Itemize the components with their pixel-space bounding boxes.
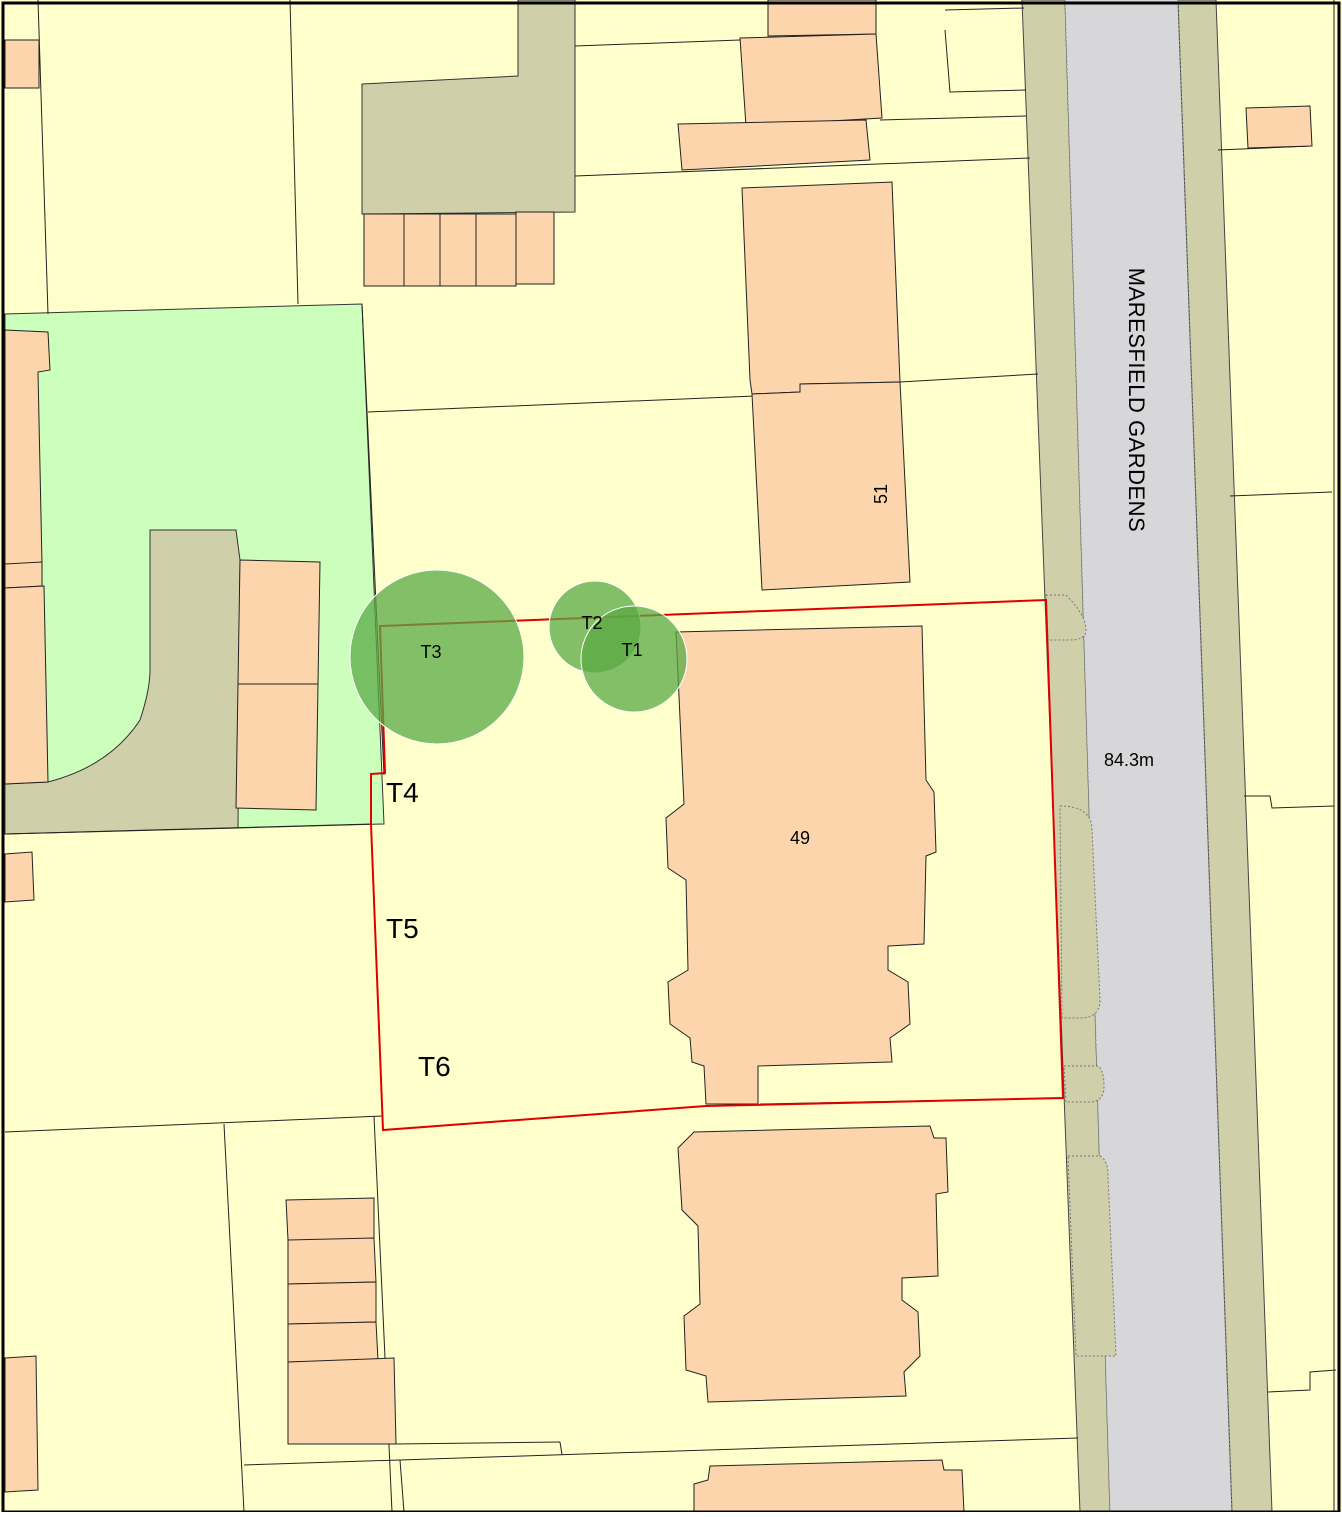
tree-label-t2: T2: [581, 613, 602, 633]
tree-canopy-t3: [349, 569, 525, 745]
parking-bay: [1059, 805, 1101, 1019]
kerb-line-east: [1177, 0, 1233, 1513]
tree-canopies: [349, 569, 688, 745]
house-number-site: 49: [790, 828, 810, 848]
parking-bay: [1067, 1155, 1117, 1357]
road-carriageway: [1065, 0, 1232, 1512]
buildings: [4, 0, 1313, 1513]
road-name: MARESFIELD GARDENS: [1124, 268, 1149, 533]
tree-label-t5: T5: [386, 913, 419, 944]
house-number-upper: 51: [871, 484, 891, 504]
site-boundary: [370, 598, 1065, 1132]
tree-label-t4: T4: [386, 777, 419, 808]
verge-bulge: [1045, 594, 1087, 641]
tree-label-t3: T3: [420, 642, 441, 662]
parking-bay: [1063, 1065, 1105, 1103]
tree-label-t6: T6: [418, 1051, 451, 1082]
tree-canopy-t1: [580, 605, 688, 713]
paved-area-north: [361, 0, 576, 215]
tree-label-t1: T1: [621, 640, 642, 660]
spot-height: 84.3m: [1104, 750, 1154, 770]
